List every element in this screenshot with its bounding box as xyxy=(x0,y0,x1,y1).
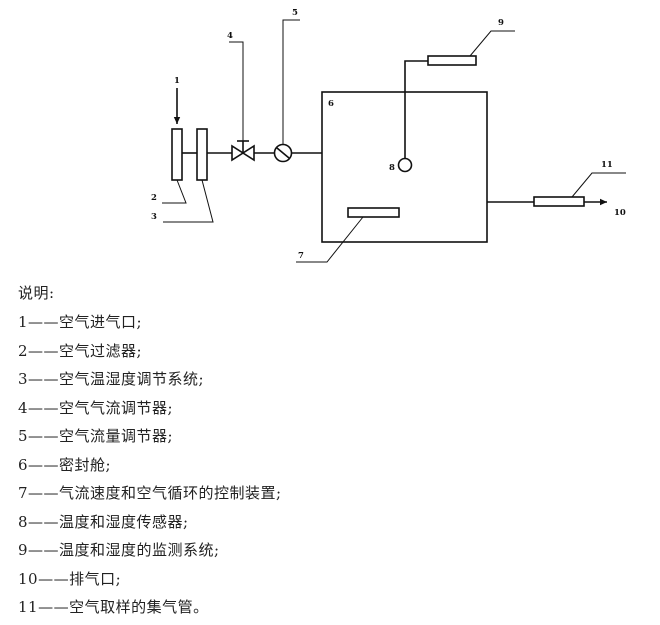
label-5: 5 xyxy=(292,8,298,18)
temp-humidity-sensor xyxy=(397,157,413,173)
legend: 说明: 1——空气进气口; 2——空气过滤器; 3——空气温湿度调节系统; 4—… xyxy=(18,279,282,622)
legend-item: 9——温度和湿度的监测系统; xyxy=(18,541,220,559)
legend-item: 1——空气进气口; xyxy=(18,313,143,331)
leader-4 xyxy=(229,41,244,141)
leader-2 xyxy=(162,179,187,204)
label-2: 2 xyxy=(151,193,157,203)
sampling-manifold xyxy=(533,196,585,207)
label-3: 3 xyxy=(151,212,157,222)
legend-item: 11——空气取样的集气管。 xyxy=(18,598,209,616)
legend-item: 8——温度和湿度传感器; xyxy=(18,512,189,531)
label-9: 9 xyxy=(498,18,504,28)
air-filter xyxy=(171,128,183,181)
flow-regulator-valve xyxy=(231,140,255,162)
legend-item: 4——空气气流调节器; xyxy=(18,398,174,417)
legend-title: 说明: xyxy=(18,284,55,302)
legend-item: 7——气流速度和空气循环的控制装置; xyxy=(18,484,282,502)
leader-3 xyxy=(163,179,214,223)
leader-9 xyxy=(469,30,515,57)
label-7: 7 xyxy=(298,251,304,261)
legend-item: 2——空气过滤器; xyxy=(18,341,143,360)
label-11: 11 xyxy=(601,160,613,170)
label-1: 1 xyxy=(174,76,180,86)
label-4: 4 xyxy=(227,31,233,41)
leader-5 xyxy=(282,19,300,144)
label-10: 10 xyxy=(614,208,626,218)
label-8: 8 xyxy=(389,163,395,173)
legend-item: 5——空气流量调节器; xyxy=(18,427,174,445)
sensor-cable xyxy=(404,60,428,158)
legend-item: 6——密封舱; xyxy=(18,455,112,474)
leader-7 xyxy=(296,216,364,263)
label-6: 6 xyxy=(328,99,334,109)
airflow-control-device xyxy=(347,207,400,218)
system-diagram: 1 2 3 4 5 6 7 8 9 11 10 xyxy=(151,8,626,263)
temp-humidity-regulator xyxy=(196,128,208,181)
leader-11 xyxy=(571,172,626,198)
legend-item: 10——排气口; xyxy=(18,569,122,588)
monitoring-system xyxy=(427,55,477,66)
legend-item: 3——空气温湿度调节系统; xyxy=(18,370,205,388)
flow-meter xyxy=(273,143,293,163)
